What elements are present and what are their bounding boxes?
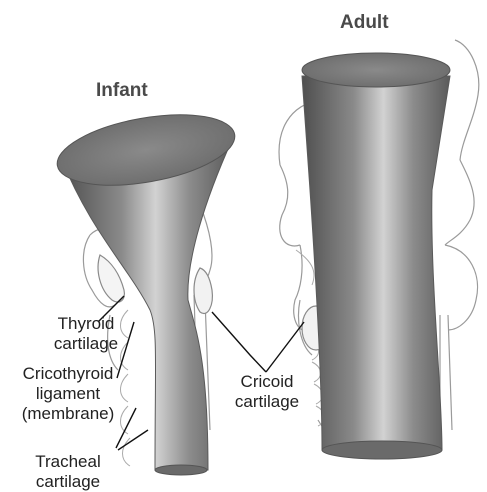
cricothyroid-label-line-3: (membrane) xyxy=(8,404,128,424)
cricothyroid-label-line-2: ligament xyxy=(8,384,128,404)
tracheal-label-line-1: Tracheal xyxy=(18,452,118,472)
cricoid-label-line-2: cartilage xyxy=(222,392,312,412)
thyroid-cartilage-label: Thyroid cartilage xyxy=(36,314,136,354)
thyroid-label-line-1: Thyroid xyxy=(36,314,136,334)
cricoid-label-line-1: Cricoid xyxy=(222,372,312,392)
tracheal-cartilage-label: Tracheal cartilage xyxy=(18,452,118,492)
tracheal-label-line-2: cartilage xyxy=(18,472,118,492)
adult-airway-top xyxy=(302,53,450,87)
adult-title: Adult xyxy=(340,12,389,34)
adult-airway-bottom xyxy=(322,441,442,459)
cricoid-cartilage-label: Cricoid cartilage xyxy=(222,372,312,412)
adult-airway-tube xyxy=(302,76,450,450)
tracheal-leader-2 xyxy=(118,430,148,450)
infant-title: Infant xyxy=(96,80,148,102)
cricothyroid-ligament-label: Cricothyroid ligament (membrane) xyxy=(8,364,128,424)
thyroid-label-line-2: cartilage xyxy=(36,334,136,354)
cricothyroid-label-line-1: Cricothyroid xyxy=(8,364,128,384)
cricoid-leader-infant xyxy=(212,312,266,372)
infant-cricoid-cartilage xyxy=(194,268,212,313)
infant-airway-bottom xyxy=(155,465,207,475)
cricoid-leader-adult xyxy=(266,322,304,372)
